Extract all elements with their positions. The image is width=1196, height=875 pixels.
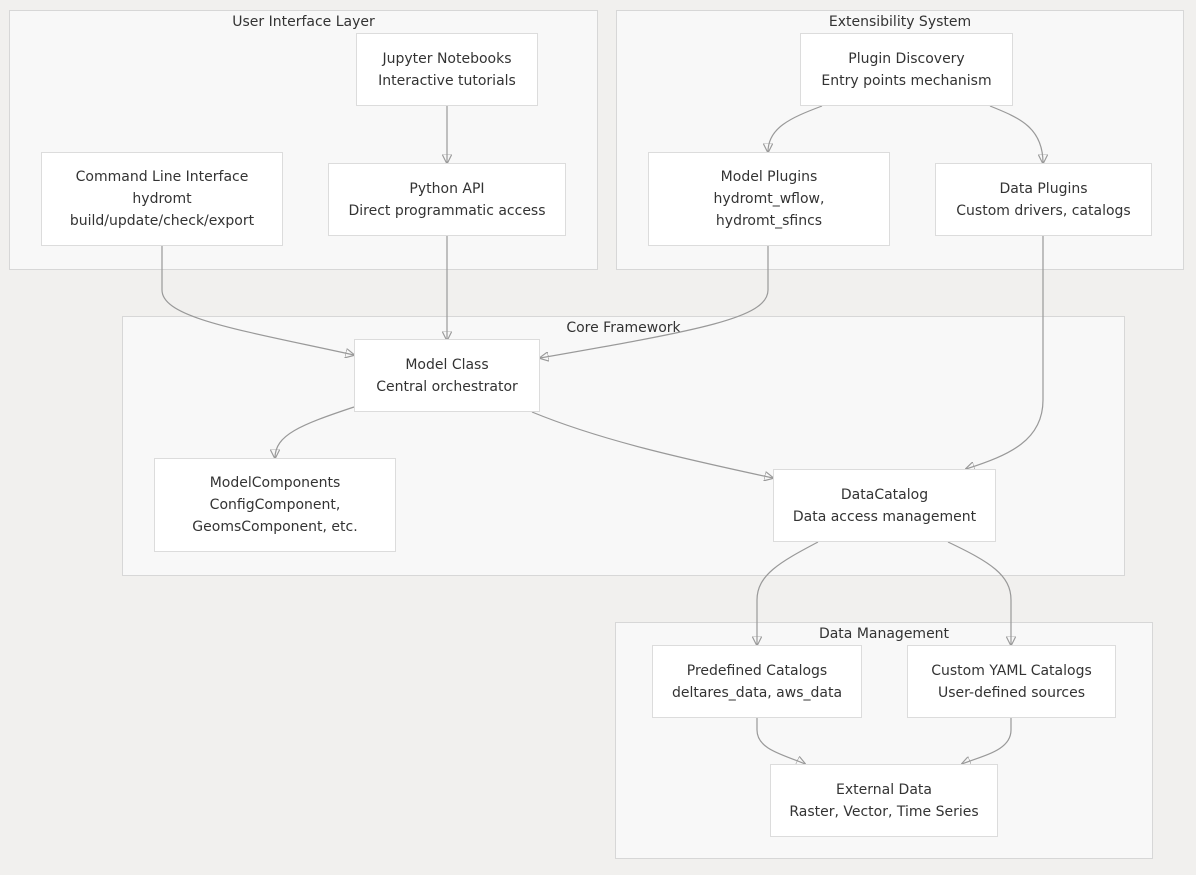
node-jupyter-notebooks[interactable]: Jupyter Notebooks Interactive tutorials [356, 33, 538, 106]
node-label: Entry points mechanism [821, 72, 992, 89]
node-label: ConfigComponent, [209, 497, 341, 513]
node-label: Python API [409, 180, 485, 197]
node-custom-yaml-catalogs[interactable]: Custom YAML Catalogs User-defined source… [907, 645, 1116, 718]
node-label: Data Plugins [999, 180, 1088, 197]
node-external-data[interactable]: External Data Raster, Vector, Time Serie… [770, 764, 998, 837]
node-label: build/update/check/export [69, 213, 255, 229]
node-data-catalog[interactable]: DataCatalog Data access management [773, 469, 996, 542]
node-model-components[interactable]: ModelComponents ConfigComponent, GeomsCo… [154, 458, 396, 552]
node-label: Custom drivers, catalogs [956, 202, 1131, 219]
node-label: Direct programmatic access [348, 202, 546, 219]
node-label: Custom YAML Catalogs [931, 662, 1092, 679]
cluster-title: Core Framework [566, 320, 681, 336]
node-label: DataCatalog [840, 486, 929, 503]
node-label: Central orchestrator [376, 378, 518, 395]
node-label: hydromt_sfincs [715, 213, 823, 229]
cluster-title: User Interface Layer [232, 14, 375, 30]
node-label: hydromt_wflow, [713, 191, 825, 207]
node-label: Raster, Vector, Time Series [789, 803, 979, 820]
node-label: ModelComponents [209, 475, 341, 491]
node-data-plugins[interactable]: Data Plugins Custom drivers, catalogs [935, 163, 1152, 236]
node-model-class[interactable]: Model Class Central orchestrator [354, 339, 540, 412]
node-label: Jupyter Notebooks [382, 50, 512, 67]
cluster-title: Data Management [818, 626, 950, 642]
node-label: Command Line Interface [75, 169, 249, 185]
node-python-api[interactable]: Python API Direct programmatic access [328, 163, 566, 236]
node-label: Plugin Discovery [848, 50, 965, 67]
node-label: Predefined Catalogs [686, 662, 828, 679]
node-plugin-discovery[interactable]: Plugin Discovery Entry points mechanism [800, 33, 1013, 106]
node-command-line-interface[interactable]: Command Line Interface hydromt build/upd… [41, 152, 283, 246]
node-model-plugins[interactable]: Model Plugins hydromt_wflow, hydromt_sfi… [648, 152, 890, 246]
node-label: Model Plugins [720, 169, 818, 185]
node-label: hydromt [132, 191, 192, 207]
node-label: Interactive tutorials [378, 72, 516, 89]
node-label: User-defined sources [938, 684, 1085, 701]
node-label: Data access management [792, 508, 977, 525]
cluster-title: Extensibility System [828, 14, 972, 30]
node-predefined-catalogs[interactable]: Predefined Catalogs deltares_data, aws_d… [652, 645, 862, 718]
node-label: Model Class [405, 356, 489, 373]
node-label: deltares_data, aws_data [671, 684, 843, 701]
node-label: External Data [836, 781, 932, 798]
node-label: GeomsComponent, etc. [192, 519, 358, 535]
